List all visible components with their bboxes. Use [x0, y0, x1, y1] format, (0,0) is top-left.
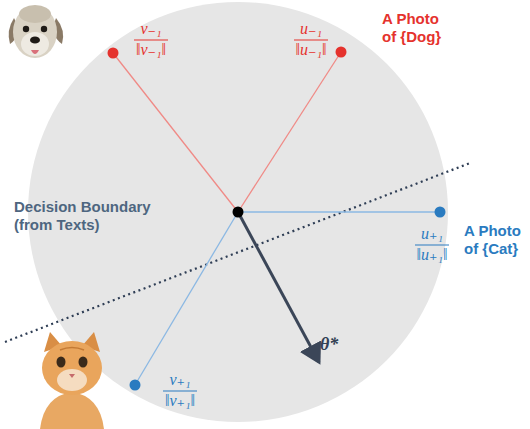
- fraction-bar: [415, 245, 449, 246]
- boundary-label: Decision Boundary (from Texts): [14, 198, 164, 234]
- vector-numerator: v₋₁: [126, 20, 176, 38]
- vector-numerator: v₊₁: [155, 371, 205, 389]
- cat-photo: [40, 332, 104, 429]
- vector-line: [135, 212, 238, 385]
- theta-label: θ*: [320, 334, 360, 354]
- class-prompt: A Photo of {Cat}: [464, 222, 527, 258]
- vector-numerator: u₊₁: [407, 225, 457, 243]
- vector-dot: [130, 380, 141, 391]
- fraction-bar: [134, 40, 168, 41]
- fraction-bar: [163, 391, 197, 392]
- vector-norm: ‖u₋₁‖: [286, 41, 336, 59]
- vector-norm: ‖u₊₁‖: [407, 246, 457, 264]
- theta-arrow: [238, 212, 319, 362]
- class-prompt: A Photo of {Dog}: [382, 10, 452, 46]
- vector-dot: [108, 48, 119, 59]
- vector-norm: ‖v₋₁‖: [126, 41, 176, 59]
- vector-numerator: u₋₁: [286, 20, 336, 38]
- vector-dot: [336, 47, 347, 58]
- vector-line: [113, 53, 238, 212]
- dog-photo: [9, 5, 63, 58]
- vector-norm: ‖v₊₁‖: [155, 392, 205, 410]
- vector-line: [238, 52, 341, 212]
- fraction-bar: [294, 40, 328, 41]
- vector-dot: [435, 207, 446, 218]
- vector-line: [238, 211, 440, 212]
- origin-dot: [233, 207, 244, 218]
- decision-boundary: [5, 163, 470, 342]
